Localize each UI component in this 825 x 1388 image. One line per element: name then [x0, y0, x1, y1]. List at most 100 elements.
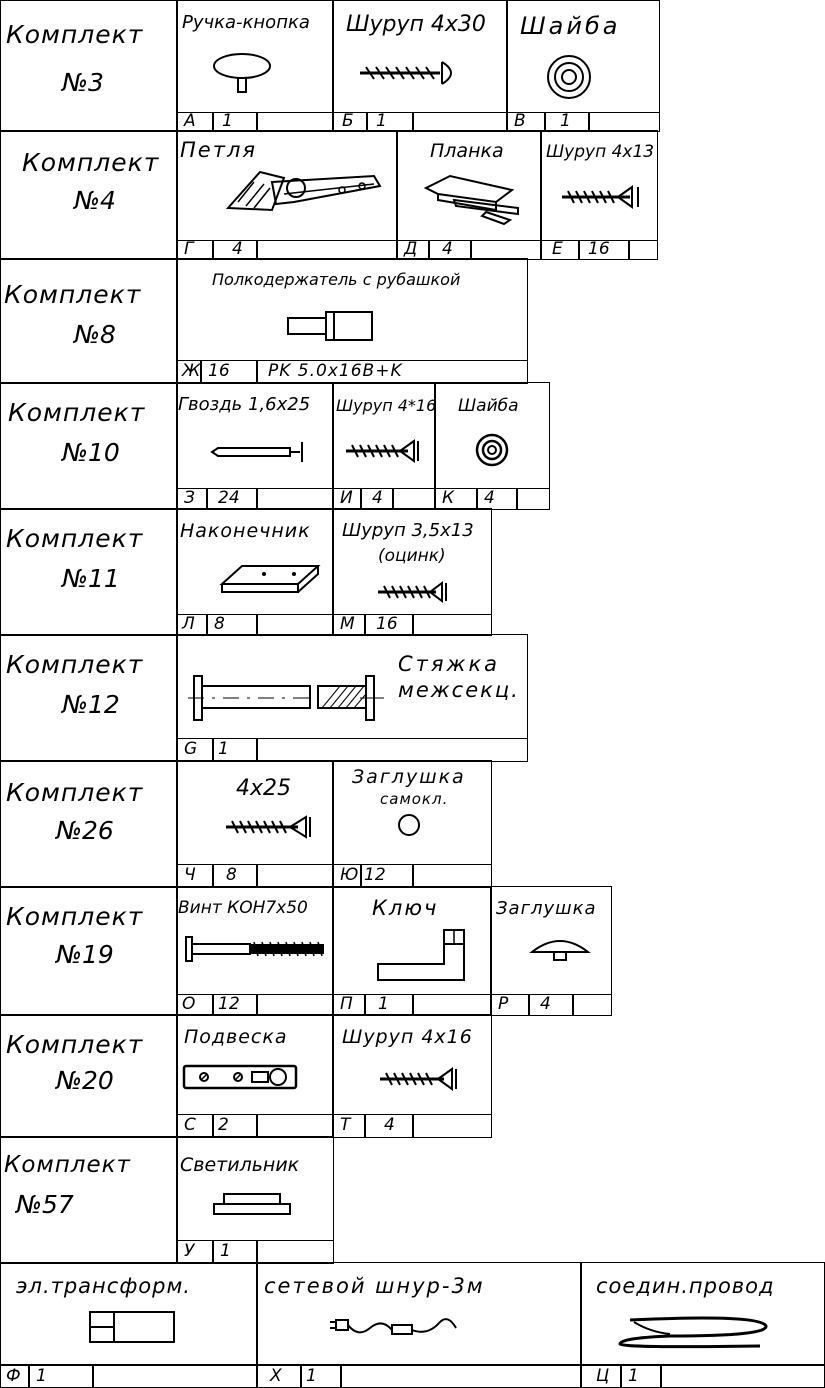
set-8-label-cell	[0, 258, 178, 384]
item-qty: 1	[220, 1241, 231, 1261]
item-code: В	[514, 111, 526, 131]
set-title: Комплект	[8, 398, 146, 427]
item-code: Г	[184, 239, 194, 259]
item-qty: 1	[628, 1366, 639, 1386]
code-row	[176, 614, 334, 636]
item-code: Ю	[340, 865, 359, 885]
item-name: Гвоздь 1,6x25	[178, 394, 311, 415]
item-qty: 2	[218, 1115, 229, 1135]
item-name: Шуруп 4*16	[336, 396, 437, 415]
item-code: Е	[552, 239, 563, 259]
item-name: Шуруп 4x30	[346, 12, 486, 37]
code-row	[332, 112, 508, 132]
set-number: №19	[56, 940, 114, 969]
screw-icon	[380, 1067, 457, 1091]
item-qty: 4	[372, 488, 383, 508]
item-name: Полкодержатель с рубашкой	[212, 270, 461, 289]
item-code: G	[184, 739, 198, 759]
set-number: №57	[16, 1190, 74, 1219]
code-row	[176, 1114, 334, 1138]
item-name: сетевой шнур-3м	[264, 1274, 485, 1298]
item-code: Т	[340, 1115, 351, 1135]
section-tie-icon	[188, 675, 384, 721]
item-qty: 4	[442, 239, 453, 259]
item-qty: 8	[214, 614, 225, 634]
item-name-note: самокл.	[380, 790, 449, 808]
set-number: №26	[56, 816, 114, 845]
item-qty: 4	[484, 488, 495, 508]
item-qty: 1	[222, 111, 233, 131]
hanger-icon	[182, 1064, 298, 1090]
set-title: Комплект	[4, 1152, 131, 1178]
item-name: соедин.провод	[596, 1274, 775, 1298]
item-qty: 1	[560, 111, 571, 131]
item-code: С	[184, 1115, 196, 1135]
code-row	[434, 488, 550, 510]
set-title: Комплект	[6, 650, 144, 679]
item-qty: 1	[306, 1366, 317, 1386]
code-row	[176, 240, 398, 260]
item-qty: 1	[36, 1366, 47, 1386]
round-cap-icon	[398, 814, 420, 836]
set-number: №4	[74, 186, 116, 215]
code-row	[176, 360, 528, 384]
item-code: Л	[182, 614, 195, 634]
item-code: Д	[404, 239, 418, 259]
confirmat-screw-icon	[185, 936, 324, 962]
item-qty: 4	[540, 994, 551, 1014]
item-name: Стяжка	[398, 652, 500, 676]
set-title: Комплект	[6, 902, 144, 931]
set-12-label-cell	[0, 634, 178, 762]
transformer-icon	[89, 1311, 175, 1343]
set-number: №8	[74, 320, 116, 349]
code-row	[490, 994, 612, 1016]
item-name: Шайба	[458, 396, 519, 416]
item-name: Шуруп 3,5x13	[342, 520, 474, 541]
item-name: Светильник	[180, 1154, 300, 1176]
code-row	[176, 488, 334, 510]
item-code: М	[340, 614, 355, 634]
set-11-label-cell	[0, 508, 178, 636]
item-article: PK 5.0x16B+K	[268, 361, 403, 381]
item-qty: 1	[218, 739, 229, 759]
item-name: Подвеска	[184, 1026, 288, 1048]
washer-icon	[547, 55, 591, 99]
item-name-note: (оцинк)	[378, 546, 446, 566]
connecting-wire-icon	[618, 1316, 768, 1349]
item-qty: 4	[232, 239, 243, 259]
item-code: П	[340, 994, 353, 1014]
item-name: Ручка-кнопка	[182, 12, 310, 33]
tip-plate-icon	[219, 565, 321, 593]
item-qty: 8	[226, 865, 237, 885]
item-name: Наконечник	[180, 520, 311, 542]
set-number: №12	[62, 690, 120, 719]
item-code: Р	[498, 994, 509, 1014]
lamp-icon	[213, 1193, 291, 1215]
hinge-icon	[225, 170, 382, 212]
hex-key-icon	[377, 929, 465, 981]
item-qty: 1	[376, 111, 387, 131]
nail-icon	[210, 442, 303, 462]
item-qty: 24	[218, 488, 240, 508]
mounting-plate-icon	[423, 174, 519, 226]
set-number: №3	[62, 68, 104, 97]
set-10-label-cell	[0, 382, 178, 510]
set-number: №11	[62, 564, 120, 593]
item-name-note: межсекц.	[398, 678, 520, 702]
code-row	[396, 240, 542, 260]
set-title: Комплект	[6, 778, 144, 807]
screw-icon	[378, 581, 447, 603]
dome-cap-icon	[529, 940, 591, 961]
set-3-label-cell	[0, 0, 178, 132]
set-title: Комплект	[6, 1030, 144, 1059]
item-qty: 16	[376, 614, 398, 634]
power-cord-icon	[330, 1318, 457, 1335]
code-row	[540, 240, 658, 260]
shelf-support-icon	[287, 311, 373, 341]
item-name: Заглушка	[496, 898, 597, 919]
item-code: Б	[342, 111, 354, 131]
screw-icon	[346, 439, 419, 463]
code-row	[332, 488, 436, 510]
code-row	[176, 1240, 334, 1264]
